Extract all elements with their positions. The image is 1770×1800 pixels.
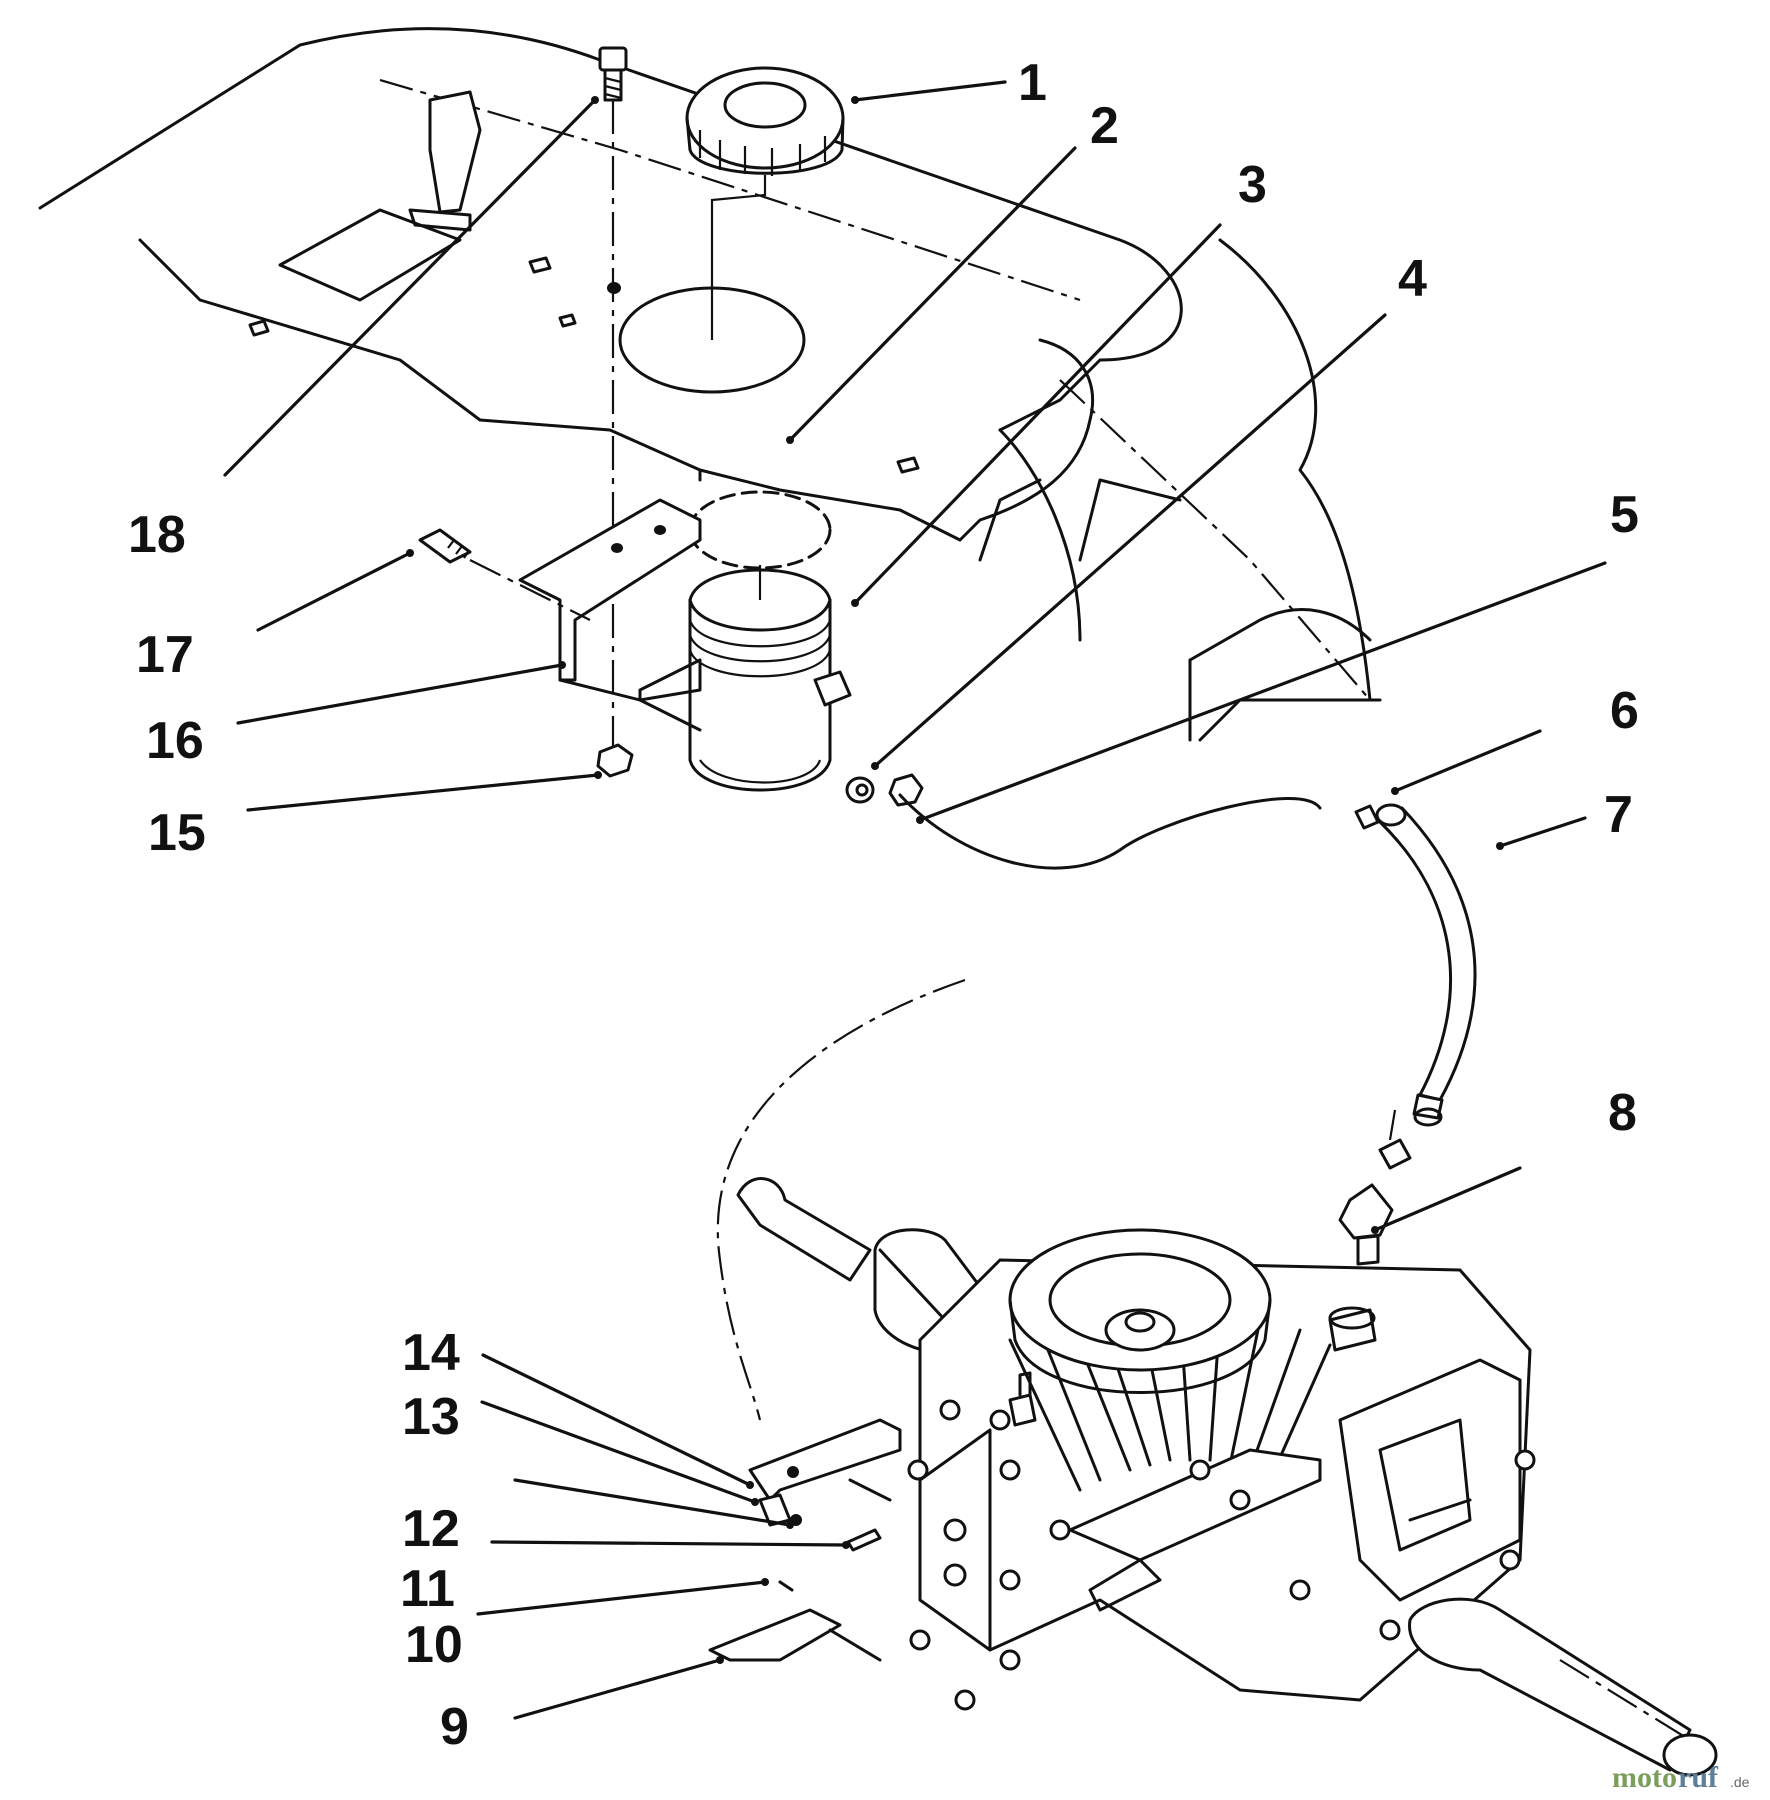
callout-4: 4 bbox=[1398, 250, 1427, 308]
callout-11: 11 bbox=[400, 1560, 455, 1618]
callout-15: 15 bbox=[148, 804, 206, 862]
spring-pin bbox=[846, 1528, 882, 1552]
hose bbox=[898, 793, 1477, 1127]
tank-bracket bbox=[518, 498, 702, 732]
callout-17: 17 bbox=[136, 626, 194, 684]
callout-12: 12 bbox=[402, 1500, 460, 1558]
oil-reservoir bbox=[688, 490, 852, 792]
cotter-pin bbox=[778, 1580, 794, 1592]
callout-8: 8 bbox=[1608, 1084, 1637, 1142]
callout-6: 6 bbox=[1610, 682, 1639, 740]
watermark-suffix: .de bbox=[1730, 1774, 1750, 1790]
leader-endpoints bbox=[406, 96, 1504, 1664]
carriage-bolt bbox=[418, 528, 591, 621]
callout-2: 2 bbox=[1090, 97, 1119, 155]
transaxle bbox=[873, 1228, 1718, 1777]
hex-nut bbox=[596, 743, 634, 778]
callout-9: 9 bbox=[440, 1698, 469, 1756]
fill-cap bbox=[685, 66, 845, 340]
bolt bbox=[598, 46, 628, 760]
watermark-text-a: moto bbox=[1612, 1761, 1677, 1794]
control-rod bbox=[716, 978, 966, 1421]
watermark-text-b: ruf bbox=[1678, 1761, 1719, 1794]
callout-16: 16 bbox=[146, 712, 204, 770]
washer bbox=[845, 776, 875, 804]
leader-lines bbox=[223, 80, 1607, 1720]
callout-3: 3 bbox=[1238, 156, 1267, 214]
callout-18: 18 bbox=[128, 506, 186, 564]
watermark-logo: moto ruf .de bbox=[1612, 1761, 1750, 1794]
callout-13: 13 bbox=[402, 1388, 460, 1446]
callout-10: 10 bbox=[405, 1616, 463, 1674]
callout-14: 14 bbox=[402, 1324, 460, 1382]
lower-bracket bbox=[708, 1608, 882, 1662]
callout-5: 5 bbox=[1610, 486, 1639, 544]
callout-7: 7 bbox=[1604, 786, 1633, 844]
callout-1: 1 bbox=[1018, 54, 1047, 112]
elbow-fitting bbox=[1338, 1109, 1412, 1266]
nut bbox=[888, 773, 924, 807]
shift-bracket bbox=[748, 1418, 902, 1527]
